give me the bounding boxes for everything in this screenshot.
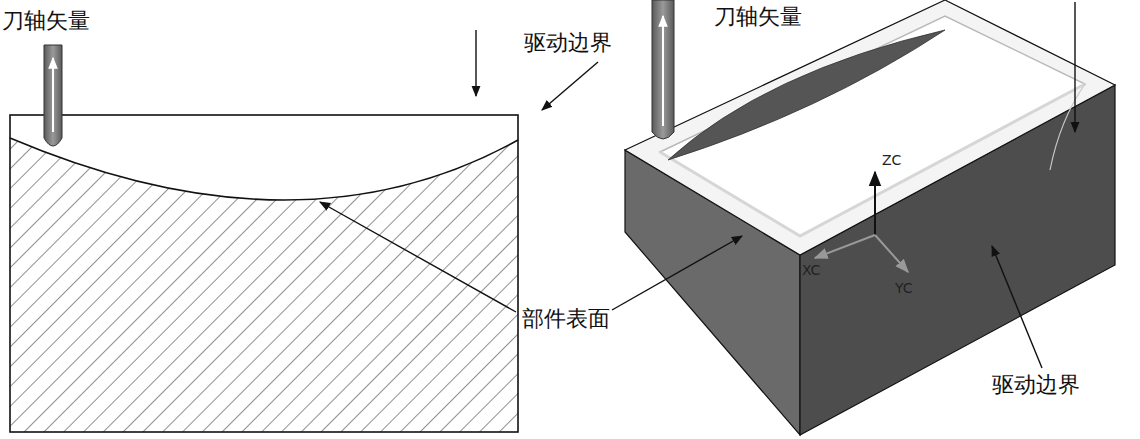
leader-line	[320, 202, 516, 312]
leader-line	[992, 246, 1042, 368]
projection-arrow	[1074, 2, 1075, 132]
part-label: 刀轴矢量	[0, 8, 92, 34]
tool-body	[652, 0, 674, 139]
leader-line	[542, 62, 598, 110]
tool-body	[44, 45, 62, 146]
pocket-surface	[660, 16, 1085, 236]
axis-label: YC	[893, 280, 915, 297]
leader-line	[612, 236, 742, 310]
projection-arrow	[475, 30, 476, 96]
axis-label: ZC	[880, 152, 903, 169]
pocket-wall-shade	[668, 30, 945, 160]
block-view	[625, 0, 1115, 435]
section-view	[10, 30, 598, 432]
hatched-material	[10, 138, 518, 432]
part-label: 驱动边界	[522, 30, 614, 56]
tool-axis-arrow	[662, 16, 664, 126]
part-label: 驱动边界	[990, 372, 1082, 398]
pocket-rim	[660, 84, 1085, 236]
zc-axis	[874, 172, 876, 235]
part-surface-curve	[10, 138, 518, 200]
drive-boundary-outline	[10, 115, 518, 432]
part-label: 刀轴矢量	[712, 4, 804, 30]
block-top-face	[625, 0, 1115, 255]
axis-label: XC	[800, 262, 822, 279]
pocket-edge	[1050, 84, 1085, 170]
part-label: 部件表面	[520, 306, 612, 332]
xc-axis	[815, 235, 875, 258]
yc-axis	[875, 235, 908, 272]
tool-axis-arrow	[52, 58, 54, 132]
